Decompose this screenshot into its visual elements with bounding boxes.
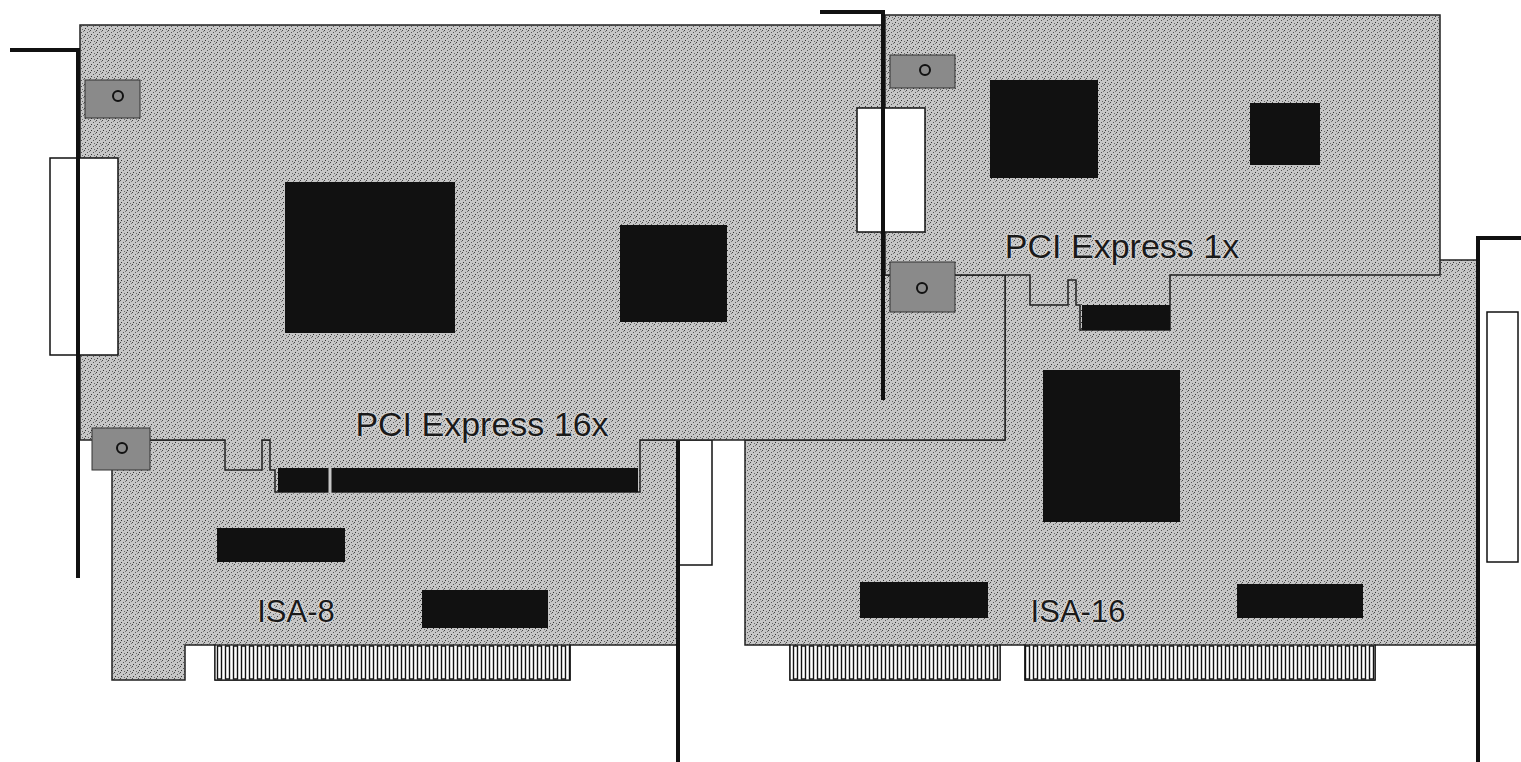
isa8-card: [112, 440, 712, 762]
pcie16-card: [10, 25, 1005, 578]
card-label: PCI Express 1x: [1005, 227, 1239, 266]
card-label: ISA-16: [1031, 594, 1126, 630]
card-label: ISA-8: [257, 594, 335, 630]
card-label: PCI Express 16x: [355, 405, 608, 444]
pcie1-card: [820, 12, 1440, 400]
